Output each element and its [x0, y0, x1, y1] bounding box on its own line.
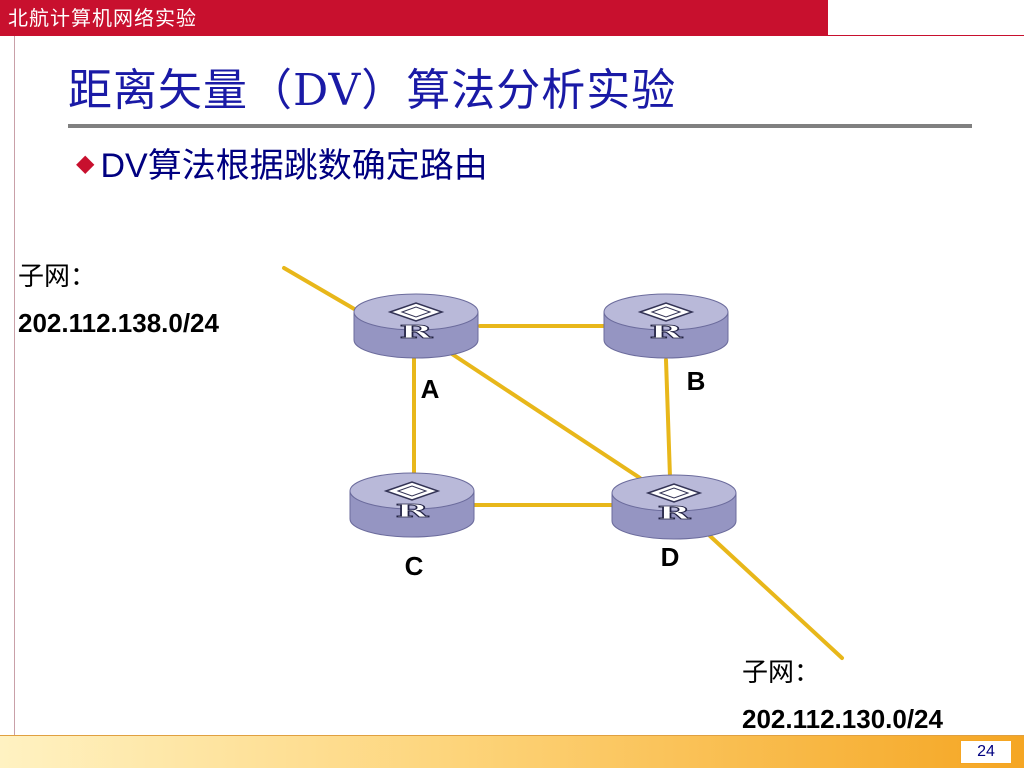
page-number: 24 — [960, 740, 1012, 764]
bullet-text: DV算法根据跳数确定路由 — [100, 147, 488, 185]
router-label-b: B — [687, 366, 706, 396]
router-label-c: C — [405, 551, 424, 581]
title-underline — [68, 124, 972, 128]
subnet-link-d — [708, 534, 844, 660]
diamond-bullet-icon: ◆ — [76, 148, 95, 177]
router-arrows-icon — [383, 481, 441, 501]
left-margin-rule — [14, 36, 15, 736]
router-face-letter: R — [658, 503, 691, 524]
router-arrows-inner-icon — [658, 487, 690, 499]
router-c: R — [349, 472, 475, 538]
router-arrows-inner-icon — [396, 485, 428, 497]
router-arrows-icon — [387, 302, 445, 322]
router-arrows-icon — [645, 483, 703, 503]
router-d: R — [611, 474, 737, 540]
link-a-d — [450, 352, 642, 480]
links-layer — [282, 266, 844, 660]
footer-bar — [0, 736, 1024, 768]
slide-title: 距离矢量（DV）算法分析实验 — [68, 65, 677, 116]
link-b-d — [664, 358, 672, 479]
router-arrows-icon — [637, 302, 695, 322]
header-divider — [828, 35, 1024, 36]
router-label-d: D — [661, 542, 680, 572]
router-arrows-inner-icon — [650, 306, 682, 318]
router-arrows-inner-icon — [400, 306, 432, 318]
router-a: R — [353, 293, 479, 359]
subnet-a-address: 202.112.138.0/24 — [18, 308, 219, 338]
subnet-link-a — [282, 266, 358, 312]
subnet-a-label: 子网： — [18, 261, 97, 291]
router-face-letter: R — [400, 322, 433, 343]
router-face-letter: R — [650, 322, 683, 343]
router-b: R — [603, 293, 729, 359]
course-header: 北航计算机网络实验 — [0, 0, 828, 36]
router-label-a: A — [421, 374, 440, 404]
subnet-d-label: 子网： — [742, 657, 821, 687]
bullet-item: ◆ DV算法根据跳数确定路由 — [76, 138, 488, 187]
subnet-d-address: 202.112.130.0/24 — [742, 704, 943, 734]
router-face-letter: R — [396, 501, 429, 522]
